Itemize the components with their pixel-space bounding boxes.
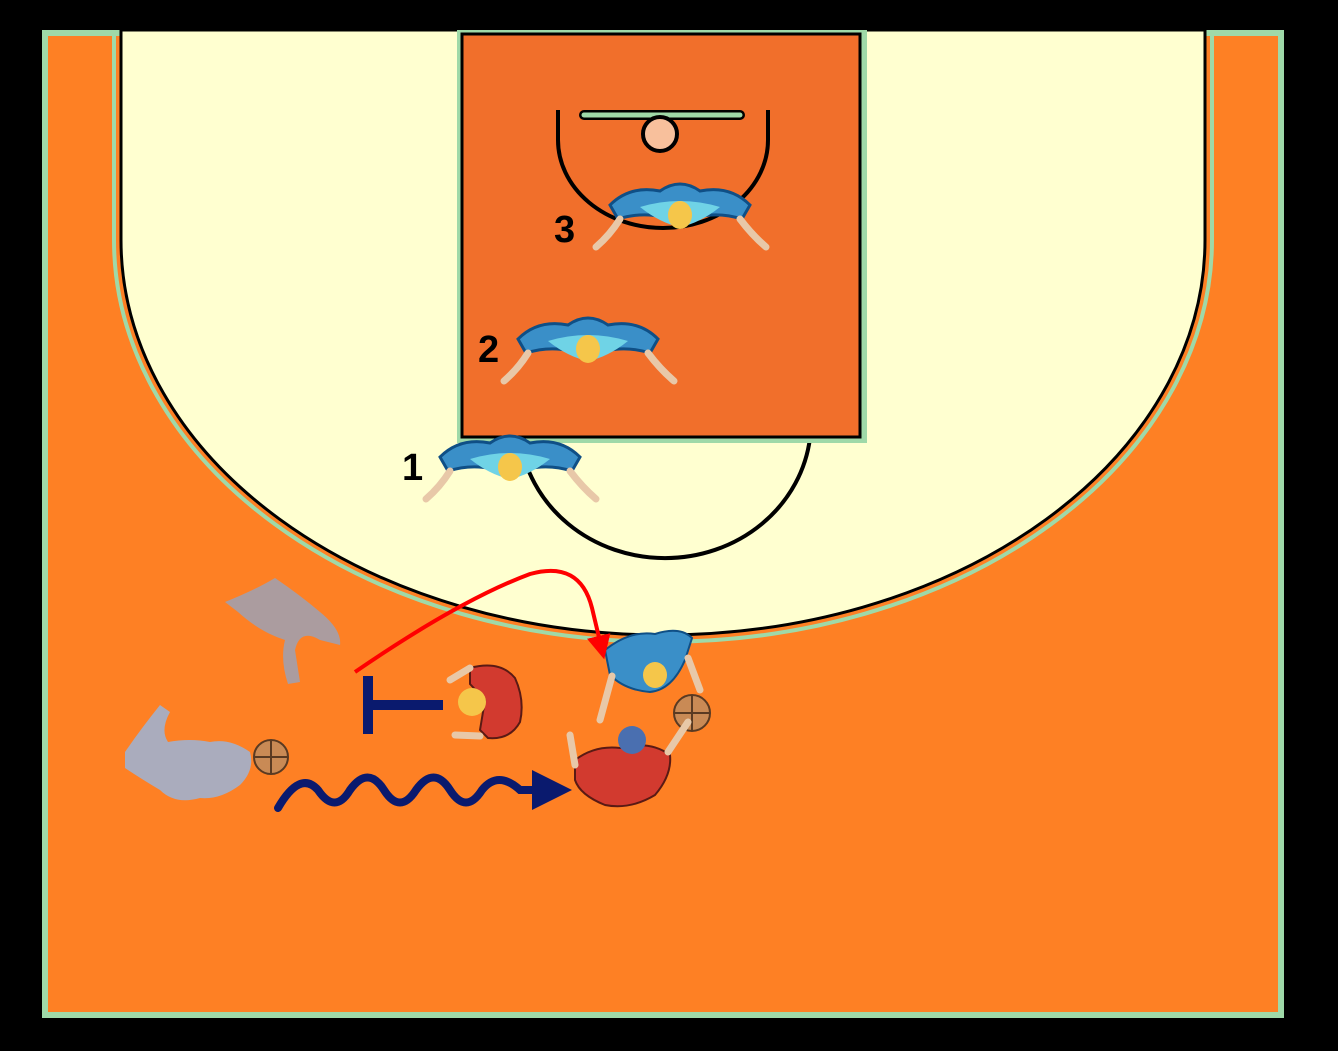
defender-3-label: 3 [554, 209, 575, 251]
defender-3: 3 [554, 184, 766, 251]
ghost-player-top [225, 578, 341, 684]
pass-arrow-icon [353, 568, 611, 674]
screener-player [446, 664, 523, 740]
hedging-defender [596, 629, 704, 724]
key-lane [460, 32, 862, 439]
defender-2-label: 2 [478, 329, 499, 371]
dribble-arrow-icon [274, 770, 572, 812]
free-throw-circle [518, 437, 812, 561]
defender-2: 2 [478, 318, 674, 381]
basketball-icon [673, 694, 711, 732]
hoop [641, 115, 679, 153]
ghost-player-bottom [125, 705, 252, 801]
basketball-icon [253, 739, 289, 775]
defender-1: 1 [402, 436, 596, 499]
restricted-area-arc [556, 110, 770, 230]
defender-1-label: 1 [402, 447, 423, 489]
screen-mark-icon [363, 676, 443, 734]
ball-handler [566, 718, 692, 808]
